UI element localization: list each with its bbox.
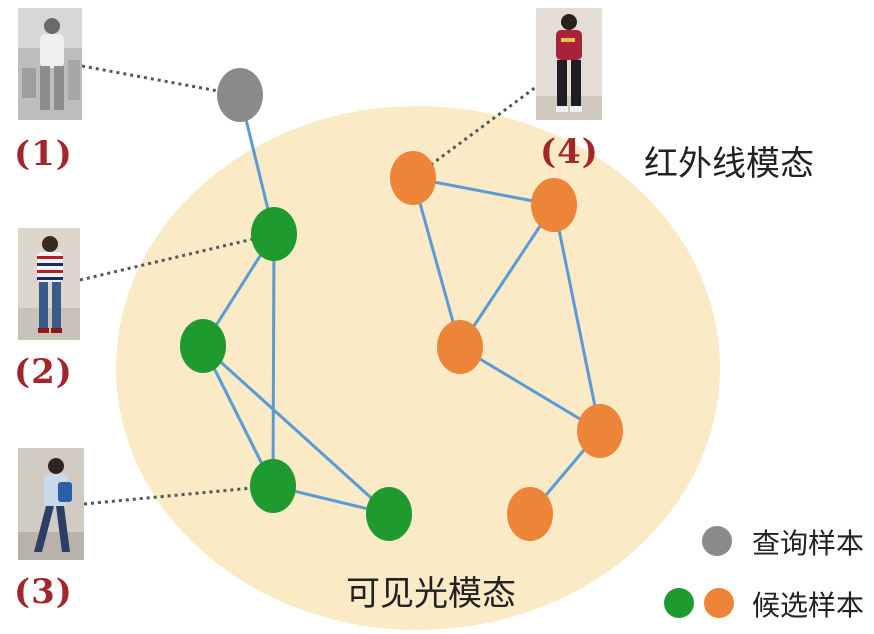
edge-g1-g3 <box>271 233 276 487</box>
visible-modality-label: 可见光模态 <box>346 574 516 614</box>
reference-label-2: (2) <box>14 352 73 392</box>
infrared-candidate-node-o5 <box>507 487 553 541</box>
visible-candidate-node-g4 <box>366 487 412 541</box>
person-photo-4 <box>536 8 602 120</box>
reference-label-1: (1) <box>14 134 73 174</box>
person-photo-3 <box>18 448 84 560</box>
edge-g2-g4 <box>201 344 391 516</box>
infrared-candidate-node-o3 <box>437 320 483 374</box>
edge-o1-o3 <box>411 177 462 348</box>
reference-link-1 <box>81 64 241 97</box>
query-node-q <box>217 68 263 122</box>
visible-candidate-node-g3 <box>250 459 296 513</box>
infrared-candidate-node-o4 <box>577 404 623 458</box>
reference-label-4: (4) <box>540 132 599 172</box>
legend-query-label: 查询样本 <box>752 527 865 560</box>
person-photo-1 <box>18 8 82 120</box>
visible-candidate-node-g1 <box>251 207 297 261</box>
legend-candidate-visible-dot <box>664 588 694 618</box>
visible-candidate-node-g2 <box>180 319 226 373</box>
reference-label-3: (3) <box>14 572 73 612</box>
edge-o2-o4 <box>552 204 602 432</box>
person-photo-2 <box>18 228 80 340</box>
reference-link-layer <box>79 64 541 506</box>
legend-candidate-infrared-dot <box>704 588 734 618</box>
infrared-modality-label: 红外线模态 <box>644 144 814 184</box>
reference-link-2 <box>79 232 275 282</box>
reference-link-4 <box>412 82 541 180</box>
infrared-candidate-node-o1 <box>390 151 436 205</box>
edge-o2-o3 <box>458 204 556 348</box>
legend-query-dot <box>702 526 732 556</box>
node-layer <box>180 68 623 541</box>
edge-o3-o4 <box>459 345 601 433</box>
infrared-candidate-node-o2 <box>531 178 577 232</box>
legend-candidate-label: 候选样本 <box>752 589 865 622</box>
edge-o1-o2 <box>412 176 555 207</box>
edge-g2-g3 <box>201 345 275 487</box>
